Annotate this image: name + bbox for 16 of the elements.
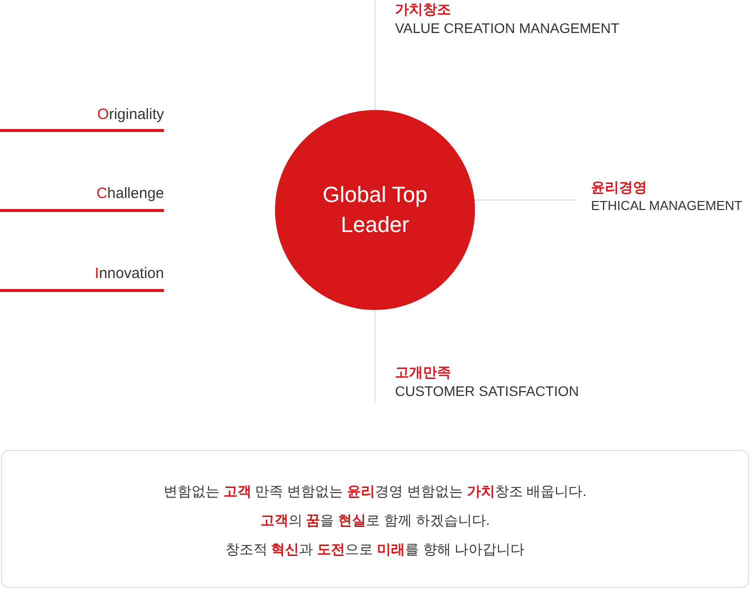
message-line: 창조적 혁신과 도전으로 미래를 향해 나아갑니다 [225,540,525,559]
value-label: Challenge [96,185,164,203]
message-line: 변함없는 고객 만족 변함없는 윤리경영 변함없는 가치창조 배웁니다. [163,482,587,501]
section-subtitle: ETHICAL MANAGEMENT [591,197,742,215]
circle-title: Global Top Leader [322,181,428,239]
section-subtitle: VALUE CREATION MANAGEMENT [395,19,620,38]
section-heading: 고개만족 [395,363,451,381]
message-line: 고객의 꿈을 현실로 함께 하겠습니다. [260,511,490,530]
value-label: Originality [97,106,164,124]
section-subtitle: CUSTOMER SATISFACTION [395,382,579,401]
connector-line [374,0,376,110]
message-panel [1,450,749,588]
value-label: Innovation [94,265,164,283]
section-heading: 윤리경영 [591,178,647,196]
connector-line [374,310,376,404]
section-heading: 가치창조 [395,0,451,18]
